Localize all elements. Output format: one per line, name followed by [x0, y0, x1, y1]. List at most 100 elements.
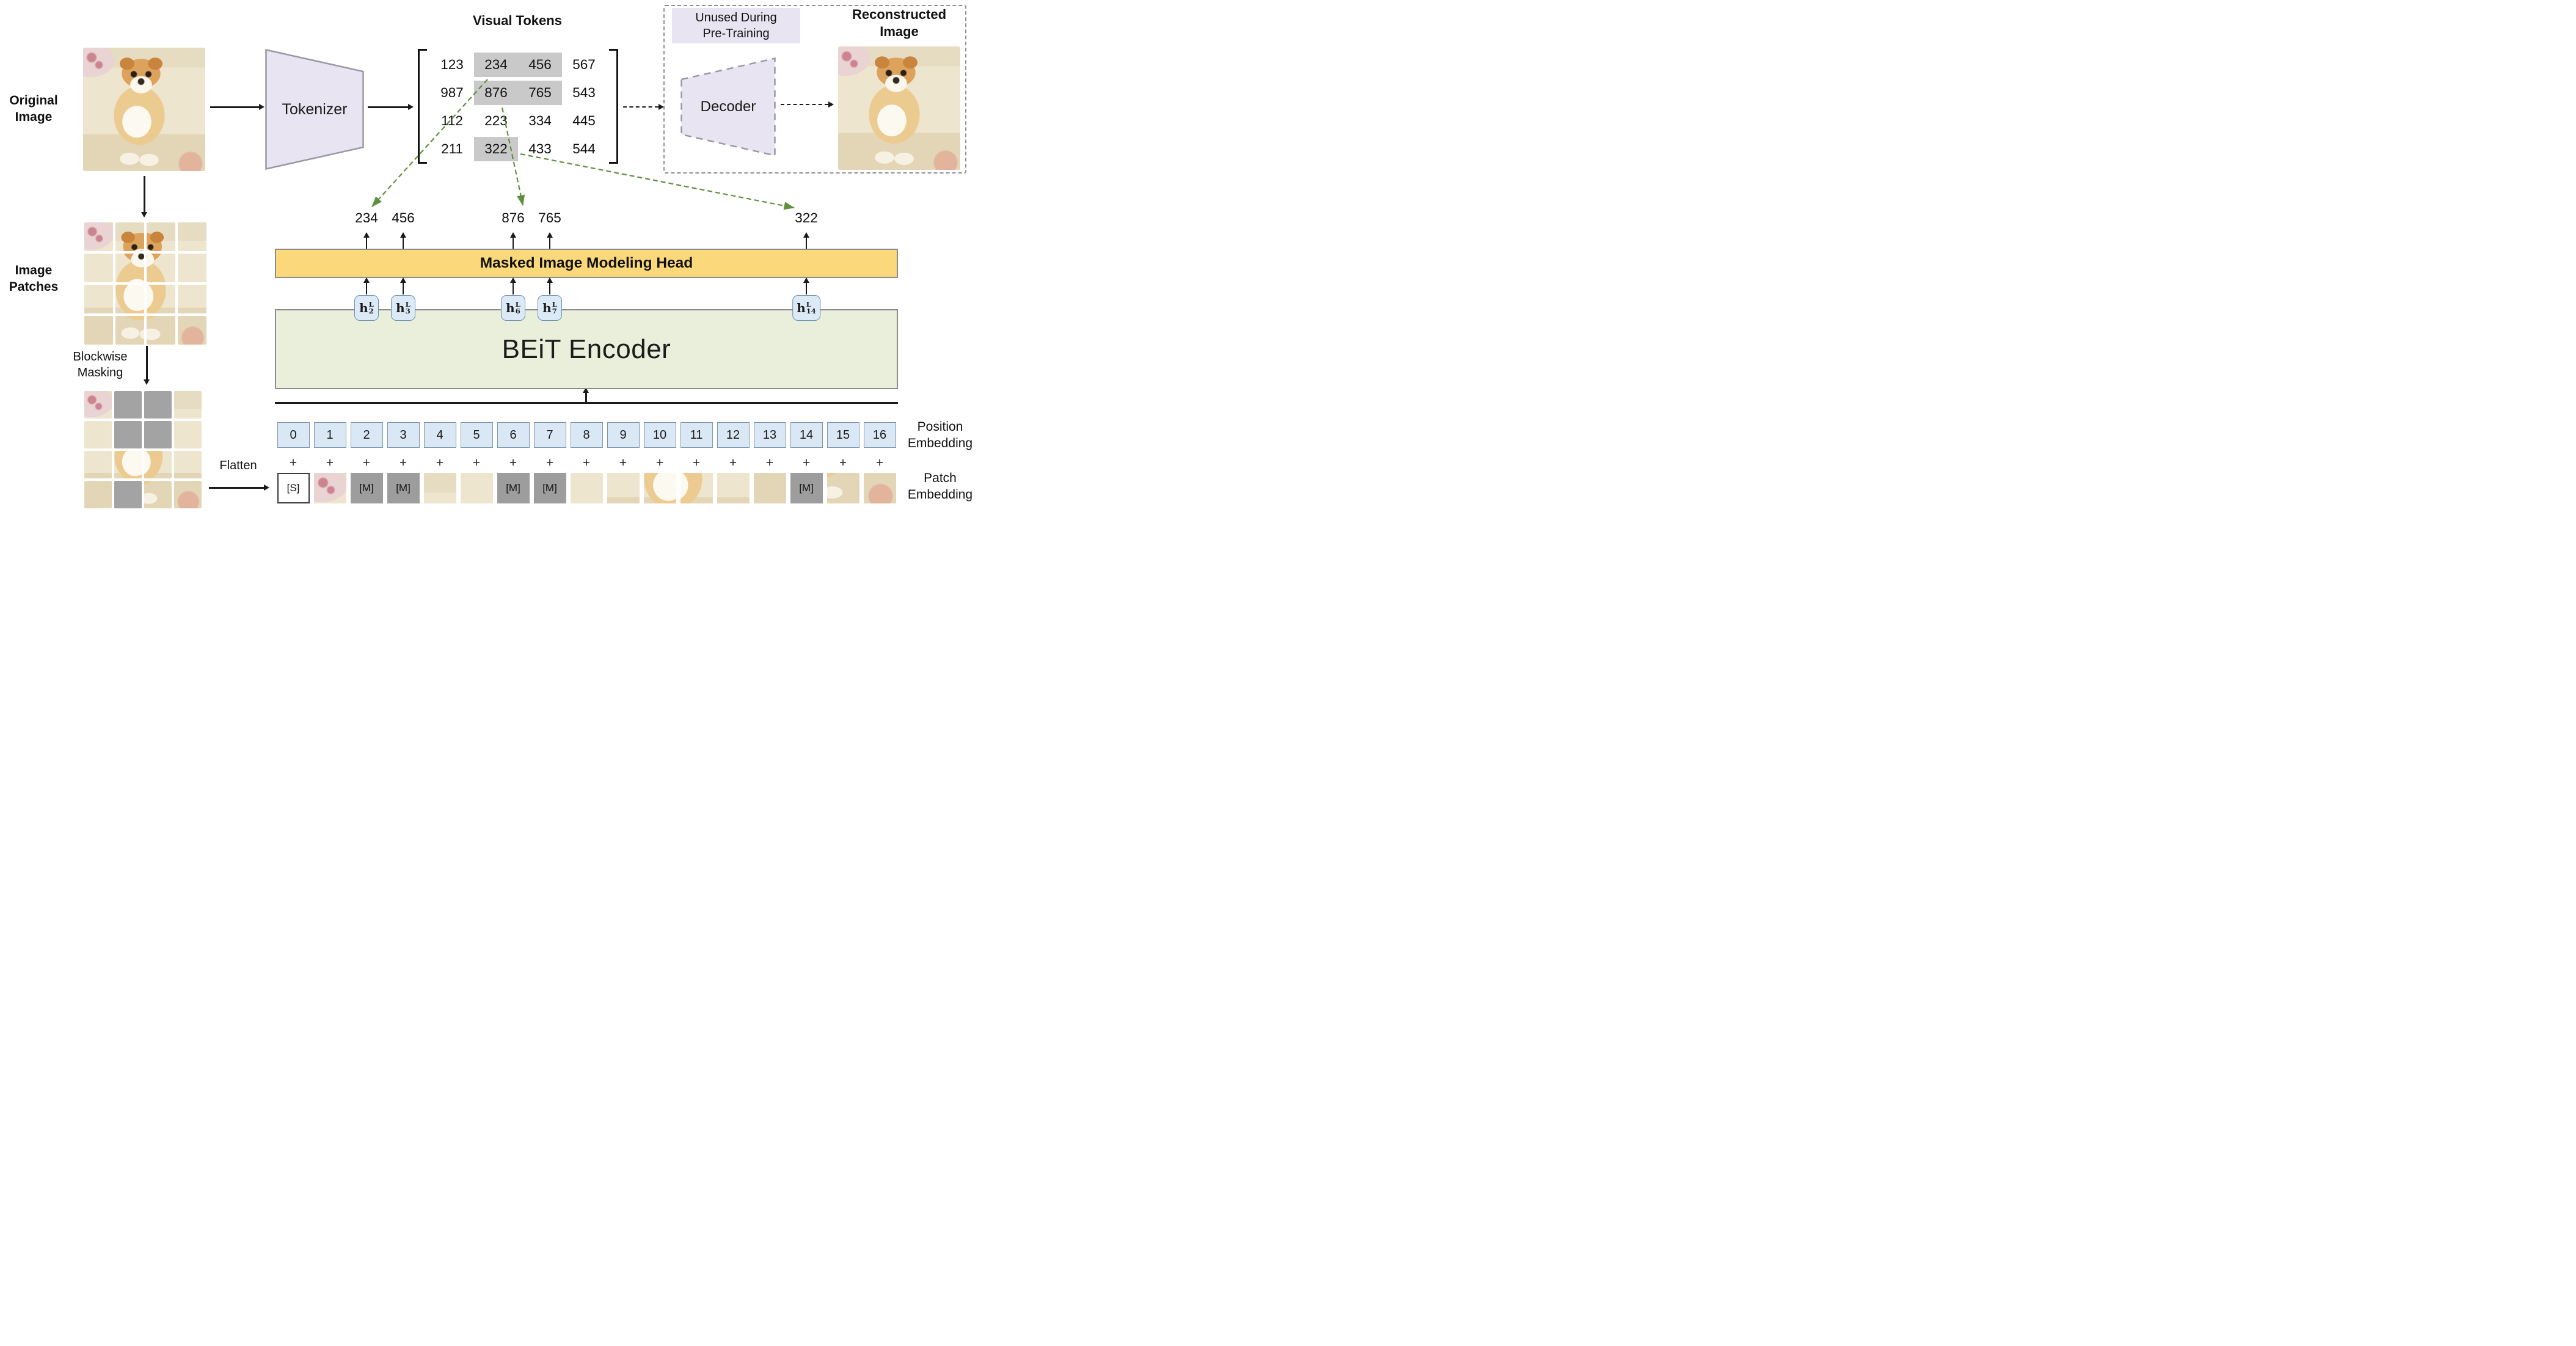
plus-slot: + [751, 455, 788, 472]
arrow-hidden-to-head-6 [512, 282, 514, 294]
plus-sign: + [729, 456, 737, 470]
hidden-state-superscript: L [405, 299, 410, 309]
plus-slot: + [641, 455, 678, 472]
image-patch [147, 285, 175, 313]
patch-embedding-cell [607, 473, 640, 503]
arrow-original-to-patches [144, 176, 145, 213]
plus-slot: + [531, 455, 568, 472]
position-embedding-cell: 15 [826, 422, 859, 448]
plus-slot: + [421, 455, 458, 472]
image-patch-texture [84, 481, 112, 508]
patch-embedding-cell [313, 473, 346, 503]
original-image-label-line1: Original [9, 93, 58, 108]
position-slot: 12 [715, 422, 751, 448]
image-patch [84, 391, 112, 419]
arrow-head-to-prediction-14 [805, 237, 808, 249]
visual-token-masked: 765 [518, 81, 562, 105]
original-image [83, 48, 205, 171]
mask-token: [M] [387, 473, 420, 503]
masked-patch [114, 391, 142, 419]
image-patch [178, 222, 206, 251]
patch-embedding-cell [423, 473, 456, 503]
visual-token: 112 [441, 113, 463, 128]
arrow-original-to-tokenizer [210, 106, 259, 108]
original-image-label: Original Image [0, 93, 67, 126]
image-patches-label-line2: Patches [9, 279, 59, 294]
arrow-decoder-to-reconstructed [781, 104, 828, 105]
beit-encoder-label: BEiT Encoder [502, 334, 671, 364]
position-embedding-cell: 12 [717, 422, 750, 448]
patch-slot [641, 473, 678, 503]
image-patch-texture [174, 451, 202, 478]
image-patch [144, 481, 172, 508]
plus-slot: + [568, 455, 605, 472]
patch-embedding-label-line1: Patch [924, 471, 957, 485]
patch-embedding-label-line2: Embedding [907, 487, 973, 502]
image-patch-texture [84, 254, 113, 282]
image-patch-texture [84, 391, 112, 419]
patch-slot [751, 473, 788, 503]
hidden-state-superscript: L [552, 299, 557, 309]
image-patch-texture [147, 254, 175, 282]
position-embedding-label: Position Embedding [903, 419, 977, 452]
blockwise-label-line2: Masking [77, 365, 123, 379]
plus-sign: + [472, 456, 481, 470]
mim-head: Masked Image Modeling Head [275, 249, 898, 278]
input-baseline [275, 402, 898, 404]
image-patch-texture [178, 285, 206, 313]
plus-slot: + [275, 455, 312, 472]
patch-slot [678, 473, 715, 503]
patch-embedding-texture [753, 473, 786, 503]
plus-slot: + [788, 455, 825, 472]
position-embedding-cell: 7 [533, 422, 566, 448]
image-patch [178, 316, 206, 345]
patch-slot: [M] [531, 473, 568, 503]
mask-token: [M] [497, 473, 530, 503]
patch-embedding-texture [863, 473, 896, 503]
arrow-head-to-prediction-6 [512, 237, 514, 249]
hidden-state-subscript: 6 [515, 307, 520, 315]
visual-token: 445 [572, 113, 596, 128]
position-slot: 10 [641, 422, 678, 448]
image-patch-texture [84, 285, 113, 313]
patch-embedding-cell [643, 473, 676, 503]
image-patch-texture [84, 421, 112, 448]
blockwise-label-line1: Blockwise [73, 350, 128, 364]
visual-token-masked: 322 [474, 137, 518, 161]
position-slot: 1 [312, 422, 348, 448]
image-patch [84, 421, 112, 448]
visual-token: 433 [528, 141, 552, 156]
plus-slot: + [348, 455, 385, 472]
plus-slot: + [495, 455, 531, 472]
arrow-flatten [209, 487, 264, 489]
patch-slot [825, 473, 861, 503]
arrow-hidden-to-head-7 [549, 282, 551, 294]
image-patch [114, 451, 142, 478]
patch-slot [421, 473, 458, 503]
position-embedding-cell: 11 [680, 422, 713, 448]
mim-head-label: Masked Image Modeling Head [480, 255, 693, 271]
blockwise-masking-label: Blockwise Masking [59, 349, 142, 381]
image-patch [84, 222, 113, 251]
position-embedding-cell: 1 [313, 422, 346, 448]
beit-encoder: BEiT Encoder [275, 309, 898, 389]
hidden-state-base: h [506, 301, 515, 315]
visual-tokens-title: Visual Tokens [428, 12, 607, 29]
image-patch-texture [174, 421, 202, 448]
image-patch [144, 451, 172, 478]
image-patch [174, 451, 202, 478]
position-embedding-cell: 9 [607, 422, 640, 448]
image-patch-texture [147, 222, 175, 251]
matrix-bracket-left [418, 49, 427, 164]
image-patch-texture [174, 481, 202, 508]
plus-sign: + [619, 456, 627, 470]
plus-sign: + [582, 456, 591, 470]
plus-sign: + [655, 456, 664, 470]
position-slot: 2 [348, 422, 385, 448]
plus-slot: + [861, 455, 898, 472]
image-patch [178, 285, 206, 313]
